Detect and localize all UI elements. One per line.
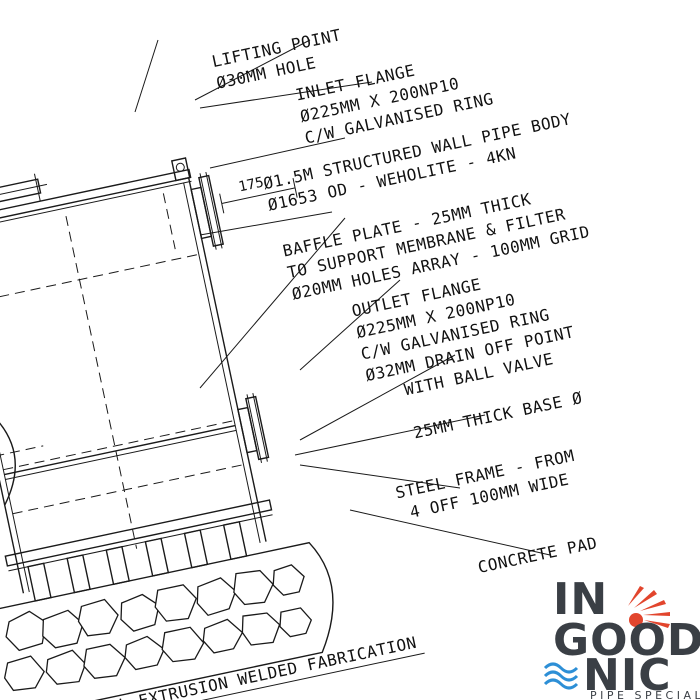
dimension-175: 175	[219, 174, 298, 214]
dimension-value: 175	[237, 174, 265, 195]
lifting-lug	[170, 157, 191, 182]
label-base: 25MM THICK BASE Ø	[412, 388, 584, 442]
logo-line-1: IN	[553, 574, 608, 625]
tank-lid	[0, 168, 192, 233]
sun-rays-icon	[628, 586, 670, 628]
label-concrete: CONCRETE PAD	[476, 533, 599, 577]
tank-wall-left	[0, 229, 25, 594]
tank-elevation: 175	[0, 157, 334, 700]
outlet-flange	[237, 406, 258, 454]
base-plate	[4, 499, 273, 567]
logo-line-2: GOOD	[553, 615, 700, 666]
baffle-plate	[4, 424, 236, 476]
company-logo: IN GOOD NIC PIPE SPECIALIST	[540, 574, 700, 700]
concrete-rocks	[3, 564, 313, 692]
lid-handle-left	[0, 178, 42, 207]
leader-lines	[134, 39, 551, 556]
logo-line-3: NIC	[583, 650, 672, 700]
concrete-pad	[0, 541, 334, 700]
wave-icon	[543, 662, 579, 690]
logo-tagline: PIPE SPECIALIST	[590, 689, 700, 700]
